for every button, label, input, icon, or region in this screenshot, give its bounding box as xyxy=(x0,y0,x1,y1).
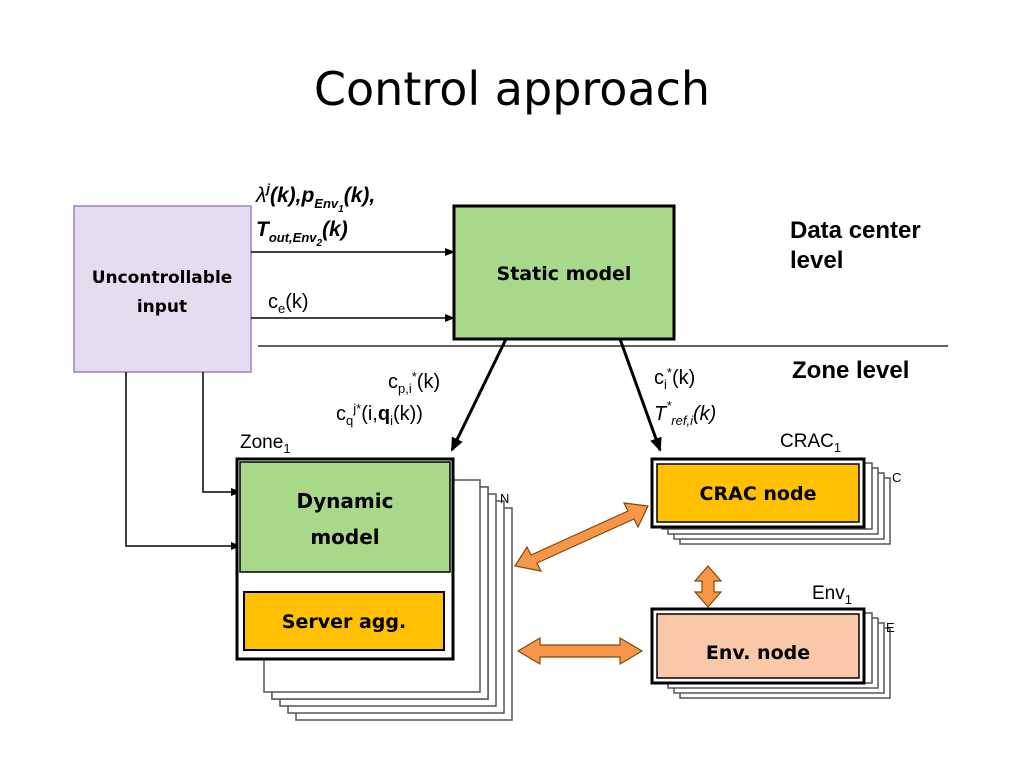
input-to-zone-arrow-2 xyxy=(125,372,241,550)
zone-count-label: N xyxy=(500,491,509,506)
uncontrollable-label-line1: Uncontrollable xyxy=(92,268,233,288)
crac-env-double-arrow xyxy=(693,565,723,608)
env-node-box xyxy=(656,613,860,679)
signal-tref: T*ref,i(k) xyxy=(654,398,716,428)
slide-title: Control approach xyxy=(313,62,711,116)
crac-node-box xyxy=(656,463,860,523)
level-zone: Zone level xyxy=(792,357,909,384)
level-data-center-line2: level xyxy=(790,247,843,274)
dynamic-model-box xyxy=(239,461,451,573)
input-to-zone-arrow-1 xyxy=(202,372,241,496)
dynamic-model-label-line2: model xyxy=(310,525,379,549)
env-count-label: E xyxy=(886,620,895,635)
server-agg-label: Server agg. xyxy=(282,611,406,633)
server-agg-box xyxy=(243,591,445,651)
static-model-box xyxy=(452,204,676,341)
signal-cpi: cp,i*(k) xyxy=(388,369,440,396)
crac-count-label: C xyxy=(892,470,901,485)
signal-cq: cqj*(i,qi(k)) xyxy=(336,401,423,428)
static-model-label: Static model xyxy=(497,263,632,285)
uncontrollable-label-line2: input xyxy=(137,297,187,317)
static-to-crac-arrow xyxy=(618,338,662,452)
zone-env-double-arrow xyxy=(516,636,644,666)
signal-ci: ci*(k) xyxy=(654,365,695,392)
signal-t-out: Tout,Env2(k) xyxy=(256,218,348,249)
crac-node-label: CRAC node xyxy=(700,483,817,505)
dynamic-model-label-line1: Dynamic xyxy=(297,489,394,513)
static-to-zone-arrow xyxy=(450,338,508,452)
uncontrollable-input-box xyxy=(73,205,252,373)
signal-ce: ce(k) xyxy=(268,291,309,316)
zone-crac-double-arrow xyxy=(514,502,649,572)
level-data-center-line1: Data center xyxy=(790,217,921,244)
env-label: Env1 xyxy=(812,583,852,607)
zone-label: Zone1 xyxy=(240,432,291,456)
env-node-label: Env. node xyxy=(706,642,810,664)
signal-lambda-p: λj(k),pEnv1(k), xyxy=(255,181,375,215)
crac-label: CRAC1 xyxy=(780,431,841,455)
